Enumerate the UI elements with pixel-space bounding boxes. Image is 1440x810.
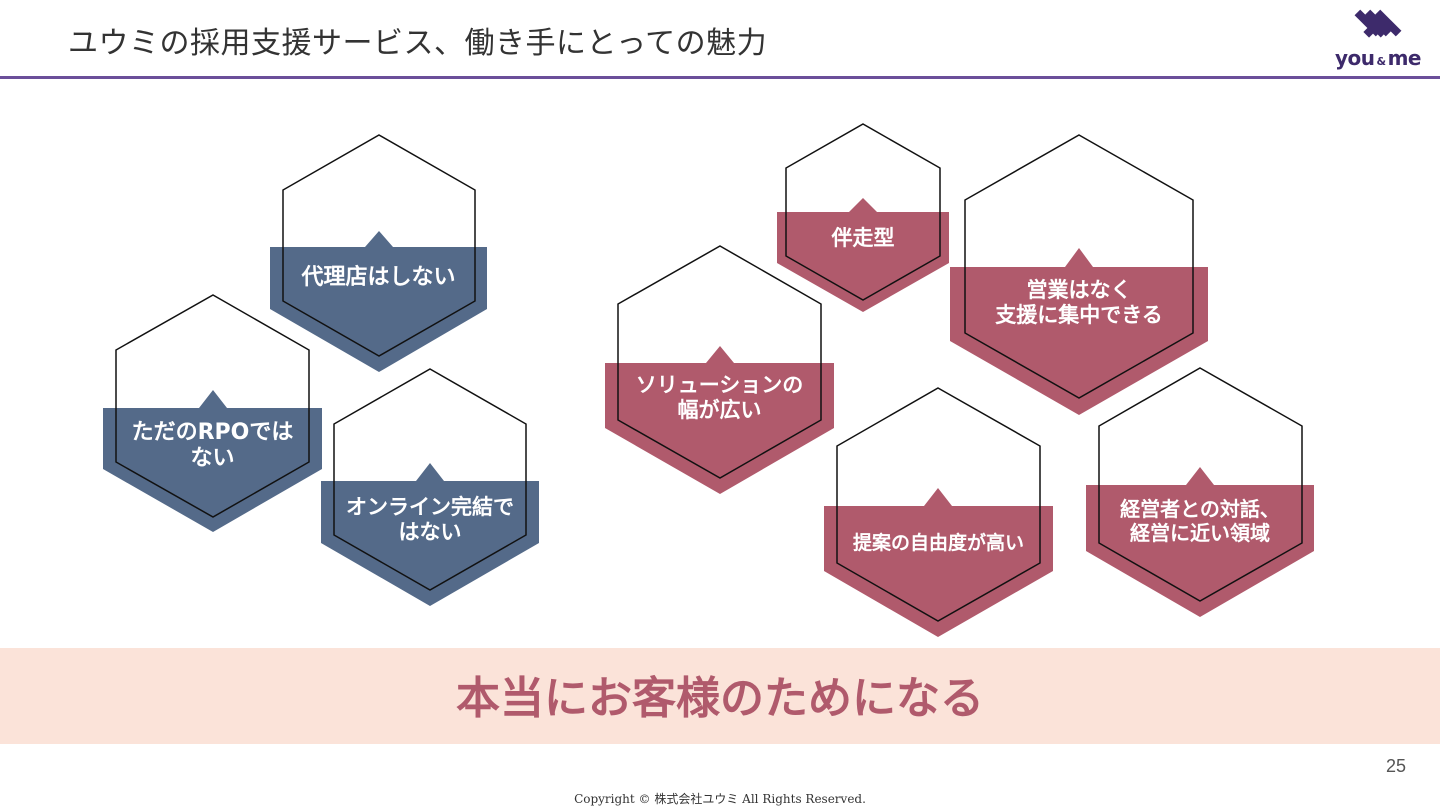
logo-word-me: me — [1387, 46, 1422, 70]
hex-label-line: 経営者との対話、 — [1120, 497, 1280, 521]
logo-word-you: you — [1334, 46, 1375, 70]
hex-label-line: 支援に集中できる — [995, 303, 1163, 328]
hex-label-close-to-management: 経営者との対話、 経営に近い領域 — [1086, 497, 1314, 545]
hex-label-line: 営業はなく — [1026, 278, 1132, 302]
hex-label-line: 幅が広い — [677, 398, 762, 423]
hex-label-line: ソリューションの — [635, 373, 804, 397]
hex-label-proposal-freedom: 提案の自由度が高い — [824, 532, 1053, 555]
page-title: ユウミの採用支援サービス、働き手にとっての魅力 — [68, 26, 768, 61]
hex-card-proposal-freedom — [824, 387, 1053, 637]
logo-amp: & — [1376, 55, 1387, 68]
copyright-notice: Copyright © 株式会社ユウミ All Rights Reserved. — [574, 792, 866, 806]
hex-card-no-agency — [270, 134, 487, 372]
hex-label-line: ない — [190, 446, 235, 472]
hex-label-accompaniment: 伴走型 — [777, 226, 949, 251]
hex-card-accompaniment — [777, 123, 949, 312]
page-number: 25 — [1385, 756, 1406, 776]
header-rule — [0, 76, 1440, 79]
hex-card-not-online-only — [321, 368, 539, 606]
message-banner — [0, 648, 1440, 744]
hex-label-line: 提案の自由度が高い — [852, 532, 1024, 554]
hex-label-line: 代理店はしない — [301, 265, 456, 290]
hex-card-not-just-rpo — [103, 294, 322, 532]
hex-label-focus-on-support: 営業はなく 支援に集中できる — [950, 278, 1208, 328]
hex-label-line: オンライン完結で — [346, 495, 514, 519]
brand-logo: you&me — [1330, 6, 1430, 72]
hex-label-wide-solutions: ソリューションの 幅が広い — [605, 373, 834, 423]
hex-label-not-online-only: オンライン完結で はない — [321, 495, 539, 545]
hex-label-line: 経営に近い領域 — [1130, 521, 1270, 545]
hex-label-no-agency: 代理店はしない — [270, 265, 487, 291]
hexagon-diagram — [103, 123, 1314, 637]
hex-label-line: 伴走型 — [831, 226, 895, 250]
hex-card-wide-solutions — [605, 245, 834, 494]
hex-label-line: ただのRPOでは — [131, 420, 294, 445]
hex-card-focus-on-support — [950, 134, 1208, 415]
hex-card-close-to-management — [1086, 367, 1314, 617]
logo-wordmark: you&me — [1330, 46, 1426, 70]
banner-message: 本当にお客様のためになる — [456, 673, 984, 724]
hex-label-not-just-rpo: ただのRPOでは ない — [103, 420, 322, 473]
hex-label-line: はない — [398, 520, 462, 545]
logo-mark-icon — [1354, 9, 1402, 38]
